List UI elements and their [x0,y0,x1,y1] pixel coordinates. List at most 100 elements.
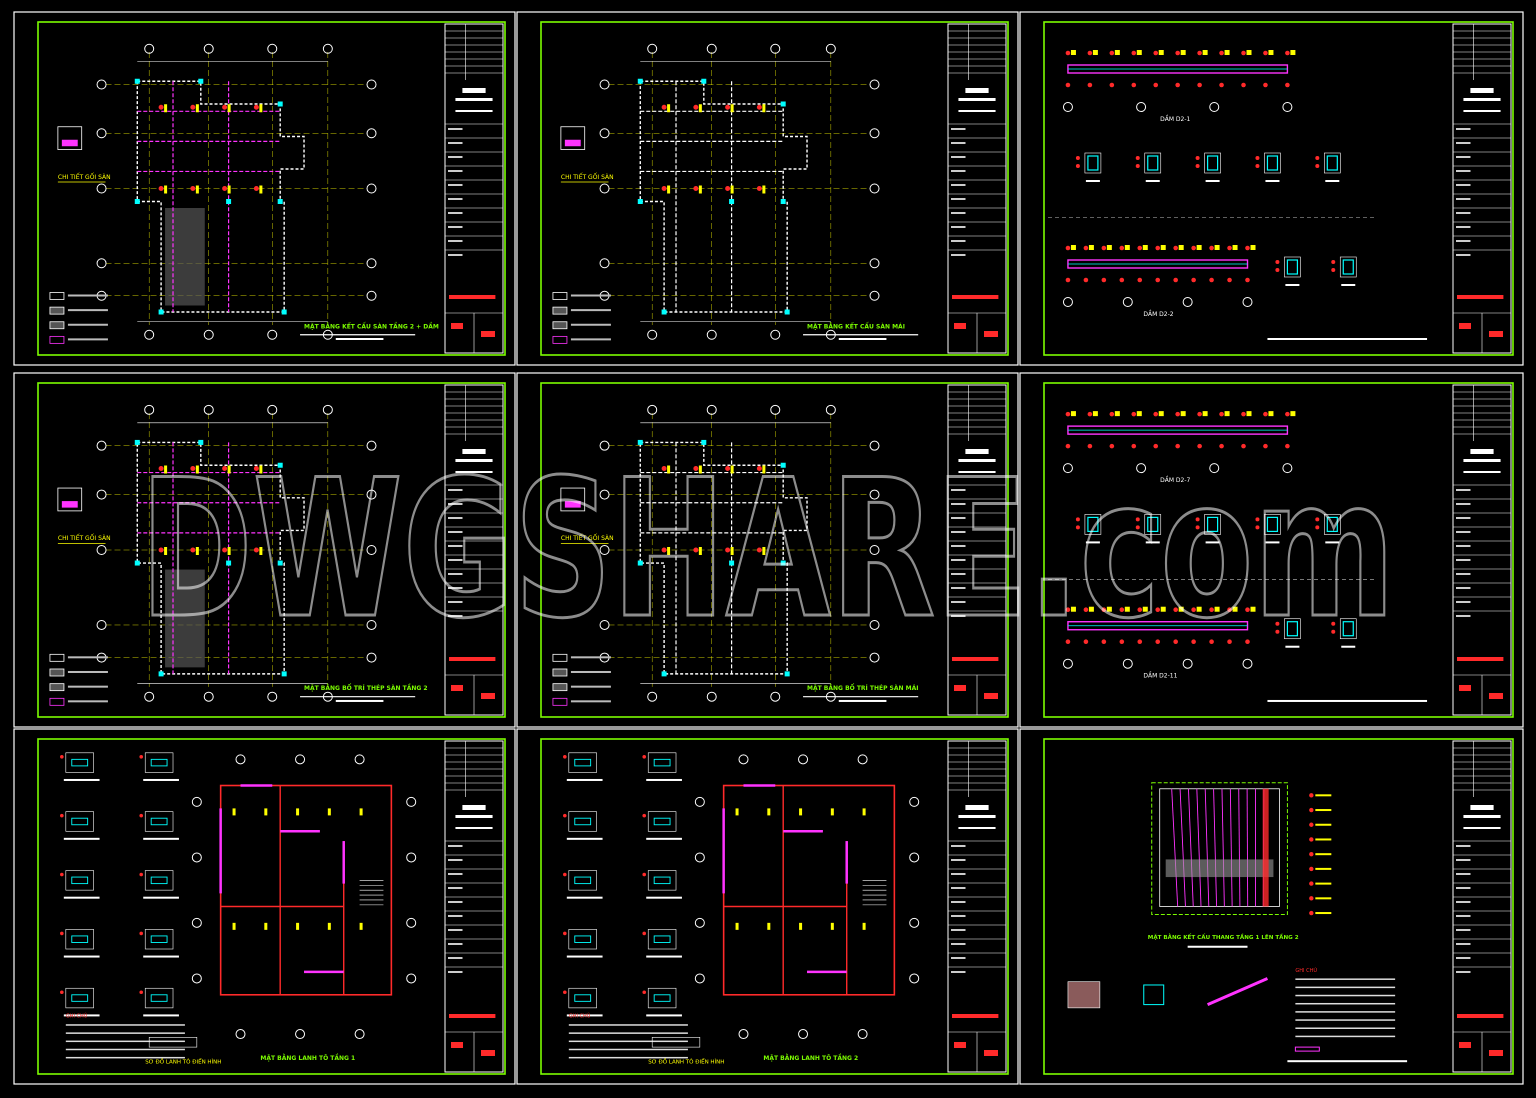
stair-rebar [1196,788,1202,907]
rebar-tag [1245,245,1250,251]
axis-bubble [191,973,202,984]
axis-bubble [770,43,781,54]
axis-bubble [191,852,202,863]
rebar-tag [1065,607,1071,613]
legend-swatch [552,306,568,315]
hatched-slab [165,569,205,668]
legend-text [67,323,108,326]
rebar-label [667,465,671,474]
rebar-tag [1241,50,1246,56]
axis-bubble [599,545,610,555]
column [661,309,667,315]
beam-section [1206,516,1219,533]
drawing-frame [540,21,1009,356]
column [226,199,232,204]
legend-text [67,670,108,673]
rebar-label [195,465,199,474]
legend-swatch [49,335,65,344]
rebar-tag [1109,82,1115,88]
stair-section [1206,977,1269,1006]
rebar-tag [661,547,667,553]
lintel-detail [568,870,597,891]
rebar-tag [253,186,259,191]
rebar-tag [1119,607,1125,613]
axis-bubble [798,754,809,765]
lintel-detail [647,987,677,1009]
axis-bubble [322,404,333,415]
sheet-caption: MẶT BẰNG KẾT CẤU THANG TẦNG 1 LÊN TẦNG 2 [1148,932,1299,941]
axis-bubble [1209,102,1220,112]
rebar-tag [1087,50,1093,56]
lintel-label [646,955,682,958]
lintel-detail [65,987,94,1009]
lintel-label [63,955,100,958]
stair-plan [1159,788,1280,907]
note-line [568,1048,688,1051]
sheet-border [516,728,1019,1085]
axis-bubble [706,329,717,340]
stair-rebar [1246,788,1249,907]
title-block [947,740,1007,1073]
rebar-tag [1175,82,1180,88]
title-block-red-stamp [449,295,496,299]
side-caption: CHI TIẾT GỐI SÀN [58,173,111,181]
rebar-tag [1083,607,1089,613]
axis-bubble [366,128,377,139]
axis-bubble [96,183,107,194]
note-line [1295,1002,1396,1005]
rebar-tag [1197,82,1202,88]
rebar-tag [222,104,228,110]
rebar-label [164,104,168,113]
axis-bubble [1242,658,1253,669]
rebar-tag [253,466,259,471]
axis-bubble [191,796,202,807]
rebar-tag [661,104,667,110]
axis-bubble [267,43,278,54]
axis-bubble [144,404,155,415]
beam-caption: DẦM D2-11 [1143,672,1177,680]
column [637,78,643,84]
title-block-red-stamp [449,1014,496,1018]
axis-bubble [857,754,868,765]
title-block-red-stamp [1457,1014,1504,1018]
title-block-red-stamp [1457,657,1504,661]
stair-rebar [1179,788,1186,907]
lintel-tag [327,808,331,816]
legend-text [67,294,108,297]
note-line [1295,1035,1396,1038]
rebar-tag [1065,50,1071,56]
drawing-frame [37,382,506,718]
sheet-caption: MẶT BẰNG BỐ TRÍ THÉP SÀN MÁI [807,684,918,692]
title-block-red-stamp [449,657,496,661]
stair-rebar [1213,788,1218,907]
axis-bubble [1282,463,1293,474]
foundation-detail [1067,981,1101,1009]
lintel-label [646,778,682,781]
stair-frame [1151,782,1288,916]
lintel-detail [65,811,94,832]
lintel-label [566,1014,603,1017]
lintel-detail [65,929,94,950]
note-line [568,1032,688,1034]
side-caption: SƠ ĐỒ LANH TÔ ĐIỂN HÌNH [648,1056,724,1065]
sheet-caption: MẶT BẰNG KẾT CẤU SÀN TẦNG 2 + DẦM [304,321,439,330]
rebar-tag [1087,443,1093,449]
rebar-tag [1191,639,1196,645]
column [277,101,283,107]
rebar-tag [1155,245,1161,251]
notes-heading: GHI CHÚ [569,1013,591,1020]
legend-swatch [49,668,65,677]
beam-section [1087,155,1099,171]
sheet-border [13,728,516,1085]
support-detail [560,126,586,150]
lintel-tag [735,922,739,930]
legend-text [570,338,611,341]
column [729,199,735,204]
legend-text [570,700,611,703]
rebar-tag [1309,910,1314,916]
lintel-label [63,1014,100,1017]
rebar-tag [1173,607,1178,613]
note-line [65,1032,185,1034]
rebar-tag [1155,607,1161,613]
